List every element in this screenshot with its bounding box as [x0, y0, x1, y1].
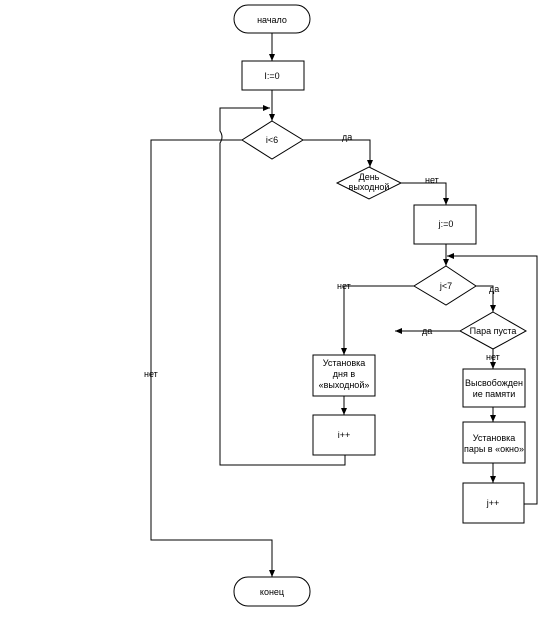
free-memory-box: [462, 368, 526, 408]
cond-i-diamond: [241, 120, 304, 160]
edge-label-day-no: нет: [425, 175, 439, 185]
set-window-label-2: пары в «окно»: [464, 444, 524, 454]
edge-j-no: [341, 285, 414, 355]
init-i-box: [241, 60, 305, 91]
start-label: начало: [257, 15, 287, 25]
edge-label-cond-i-yes: да: [342, 132, 352, 142]
init-j-label: j:=0: [438, 219, 454, 229]
end-label: конец: [260, 587, 284, 597]
inc-j-label: j++: [486, 498, 500, 508]
set-window-label-1: Установка: [473, 433, 516, 443]
edge-day-no: [401, 182, 449, 205]
cond-day-off-diamond: [335, 166, 403, 200]
edge-label-pair-yes: да: [422, 326, 432, 336]
edge-label-j-yes: да: [489, 284, 499, 294]
cond-j-label: j<7: [439, 281, 452, 291]
cond-j-diamond: [413, 265, 477, 306]
set-window-box: [462, 421, 526, 464]
cond-pair-label: Пара пуста: [470, 326, 517, 336]
cond-day-label-1: День: [359, 172, 380, 182]
edge-cond-i-yes: [303, 139, 373, 167]
edge-inc-i-loop-back: [219, 105, 346, 466]
edge-cond-i-no: [150, 139, 275, 577]
inc-i-box: [312, 414, 376, 456]
start-terminator: [233, 4, 311, 34]
edge-inc-j-loop-back: [447, 253, 538, 505]
free-memory-label-2: ие памяти: [473, 389, 516, 399]
edge-label-pair-no: нет: [486, 352, 500, 362]
edge-label-j-no: нет: [337, 281, 351, 291]
inc-j-box: [462, 482, 525, 524]
edge-label-cond-i-no: нет: [144, 369, 158, 379]
set-day-off-label-2: дня в: [333, 369, 356, 379]
init-i-label: I:=0: [264, 71, 279, 81]
inc-i-label: i++: [338, 430, 351, 440]
cond-pair-empty-diamond: [458, 311, 528, 350]
cond-day-label-2: выходной: [349, 182, 390, 192]
init-j-box: [413, 204, 477, 245]
edge-j-yes: [476, 285, 496, 312]
end-terminator: [233, 576, 311, 607]
set-day-off-box: [312, 354, 376, 397]
set-day-off-label-1: Установка: [323, 358, 366, 368]
free-memory-label-1: Высвобожден: [465, 378, 523, 388]
cond-i-label: i<6: [266, 135, 278, 145]
set-day-off-label-3: «выходной»: [319, 380, 370, 390]
